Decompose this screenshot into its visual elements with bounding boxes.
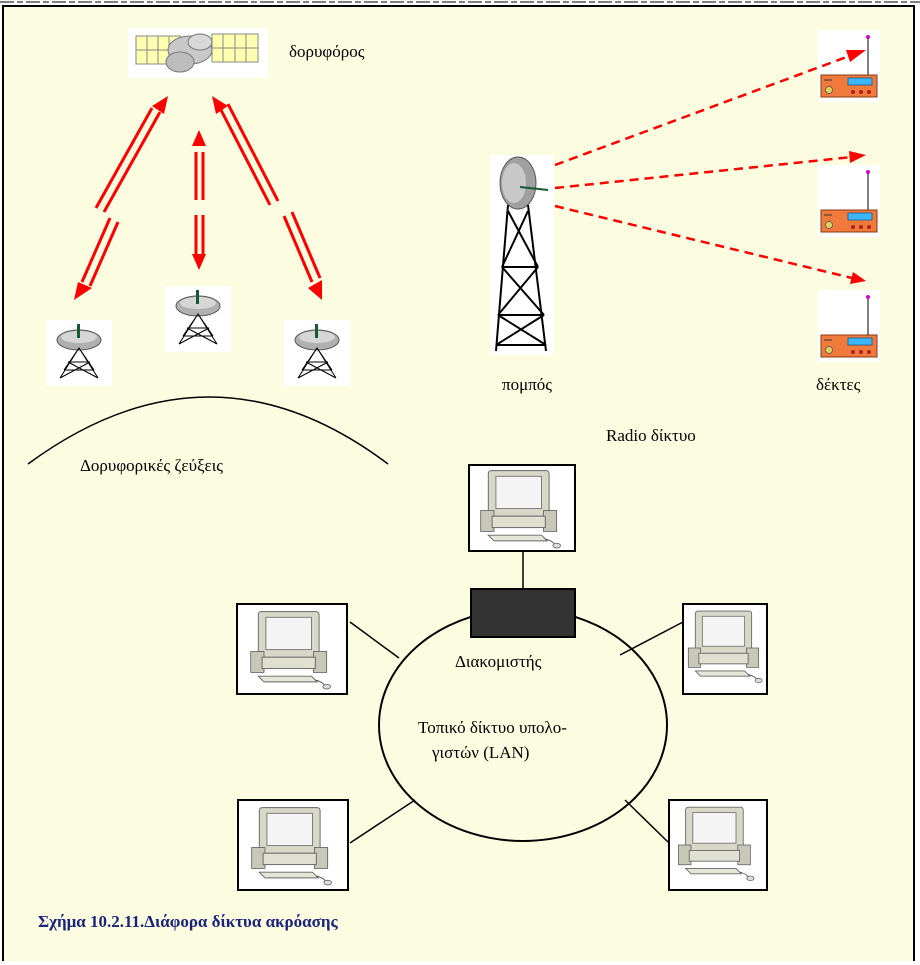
figure-caption: Σχήμα 10.2.11.Διάφορα δίκτυα ακρόασης — [38, 912, 338, 931]
desktop-computer-icon — [237, 799, 349, 891]
label-radio-network: Radio δίκτυο — [606, 426, 696, 445]
radio-receiver-icon — [817, 164, 881, 238]
arrowheads — [74, 96, 322, 300]
radio-broadcast-arrows — [554, 53, 853, 280]
satellite-icon — [128, 28, 268, 78]
desktop-computer-icon — [682, 603, 768, 695]
label-lan-line2: γιστών (LAN) — [432, 743, 530, 762]
satellite-dish-icon — [283, 319, 351, 387]
radio-arrowheads — [846, 50, 866, 284]
desktop-computer-icon — [668, 799, 768, 891]
satellite-dish-icon — [45, 319, 113, 387]
desktop-computer-icon — [468, 464, 576, 552]
satellite-dish-icon — [164, 285, 232, 353]
clipped-top-text — [0, 0, 920, 6]
desktop-computer-icon — [236, 603, 348, 695]
satellite-links-arc — [27, 396, 389, 465]
label-receivers: δέκτες — [816, 375, 861, 394]
server-box — [470, 588, 576, 638]
label-transmitter: πομπός — [502, 375, 553, 394]
radio-receiver-icon — [817, 289, 881, 363]
transmitter-tower-icon — [490, 155, 554, 355]
radio-receiver-icon — [817, 29, 881, 103]
label-satellite: δορυφόρος — [289, 42, 365, 61]
label-satellite-links: Δορυφορικές ζεύξεις — [80, 456, 224, 475]
label-server: Διακομιστής — [455, 652, 542, 671]
satellite-link-arrows — [80, 103, 322, 287]
lan-connections — [349, 552, 684, 844]
label-lan-line1: Τοπικό δίκτυο υπολο- — [418, 718, 567, 737]
